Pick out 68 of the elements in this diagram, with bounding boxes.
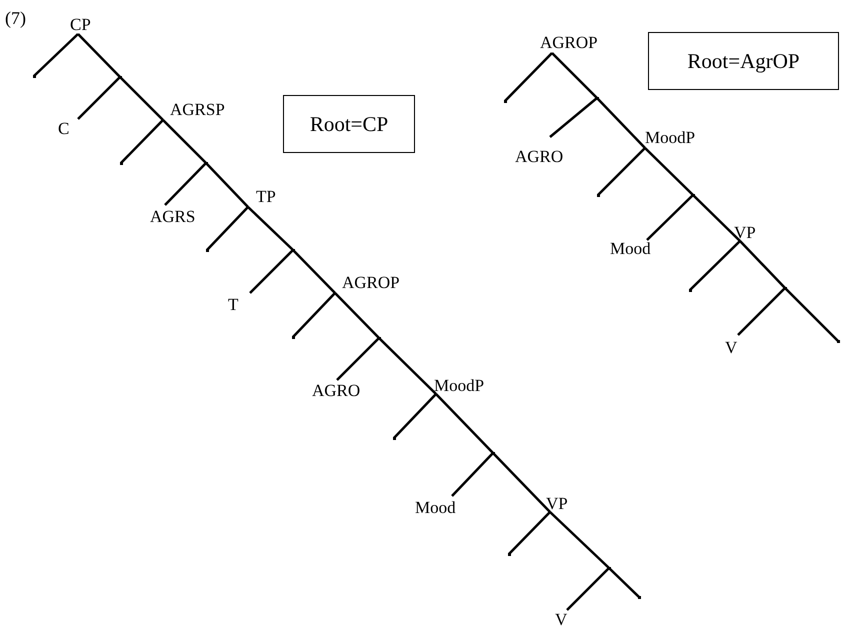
tree-branch — [247, 206, 294, 251]
root-box: Root=CP — [283, 95, 415, 153]
branch-point — [504, 100, 506, 102]
branch-point — [392, 436, 396, 440]
tree-branch — [249, 249, 294, 294]
branch-point — [120, 162, 122, 164]
tree-branch — [120, 119, 164, 164]
tree-branch — [378, 337, 437, 395]
tree-branch — [646, 194, 694, 241]
tree-branch — [549, 511, 610, 569]
branch-point — [596, 194, 600, 196]
tree-branch — [162, 119, 207, 164]
category-label: Mood — [415, 496, 456, 516]
tree-branch — [504, 52, 553, 102]
tree-branch — [119, 76, 164, 121]
category-label: VP — [734, 225, 756, 241]
category-label: AGRSP — [162, 102, 225, 120]
tree-branch — [689, 240, 741, 291]
tree-branch — [508, 511, 551, 555]
category-label: AGROP — [334, 275, 400, 293]
tree-branch — [164, 162, 207, 206]
tree-branch — [393, 393, 437, 439]
tree-branch — [334, 292, 380, 339]
category-label: TP — [247, 189, 276, 207]
category-label: CP — [70, 17, 91, 34]
category-label: Mood — [610, 240, 651, 257]
tree-branch — [451, 452, 494, 497]
tree-branch — [435, 393, 494, 454]
category-label: C — [58, 119, 79, 137]
tree-branch — [336, 337, 380, 381]
branch-point — [32, 74, 36, 78]
tree-branch — [77, 33, 121, 78]
branch-point — [206, 248, 208, 252]
tree-branch — [77, 76, 121, 120]
tree-branch — [597, 147, 646, 196]
tree-branch — [644, 147, 694, 196]
category-label: AGRO — [515, 137, 564, 165]
category-label: V — [555, 610, 568, 628]
tree-branch — [692, 194, 741, 242]
tree-branch — [206, 206, 249, 251]
tree-branch — [566, 567, 610, 611]
tree-branch — [549, 97, 598, 138]
category-label: MoodP — [644, 130, 696, 148]
branch-point — [508, 552, 510, 556]
tree-branch — [737, 287, 786, 336]
category-label: AGRS — [150, 205, 196, 225]
category-label: T — [228, 293, 251, 313]
category-label: MoodP — [434, 378, 484, 394]
branch-point — [292, 336, 294, 338]
branch-point — [836, 340, 840, 342]
category-label: AGROP — [540, 35, 598, 53]
tree-branch — [551, 52, 598, 99]
category-label: VP — [546, 496, 568, 512]
tree-branch — [784, 287, 839, 342]
tree-branch — [205, 162, 249, 208]
category-label: AGRO — [312, 380, 360, 399]
tree-branch — [739, 240, 786, 289]
root-box: Root=AgrOP — [648, 32, 839, 90]
branch-point — [688, 288, 692, 292]
branch-point — [638, 596, 640, 598]
example-number: (7) — [5, 8, 26, 29]
tree-branch — [608, 567, 640, 598]
tree-branch — [492, 452, 551, 513]
tree-branch — [596, 97, 646, 149]
tree-branch — [292, 292, 336, 338]
tree-branch — [292, 249, 336, 294]
tree-branch — [33, 33, 79, 77]
category-label: V — [725, 335, 739, 356]
